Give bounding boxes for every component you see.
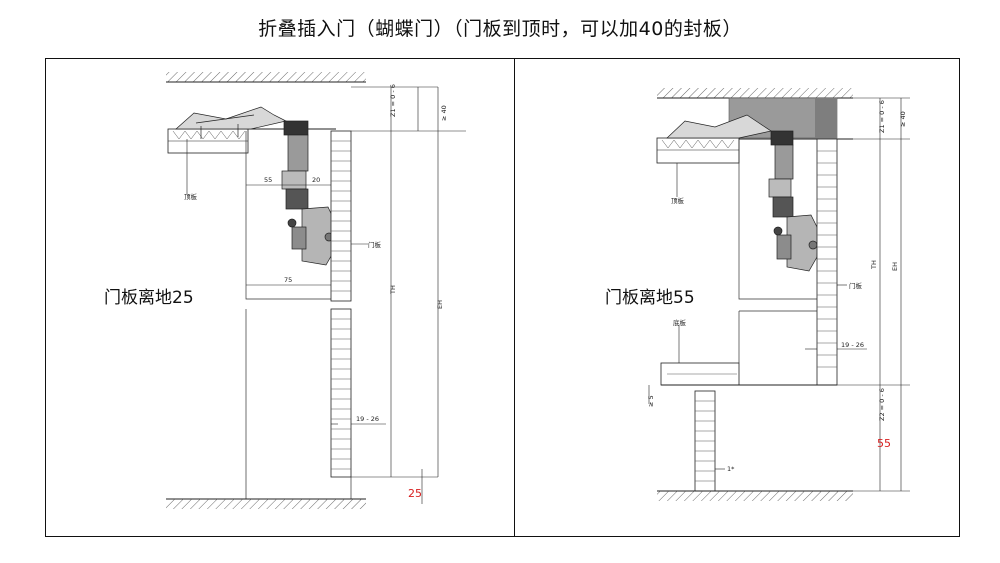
floor [657,490,853,501]
door-panel-lower [330,308,352,478]
dim-1-star: 1* [727,465,735,473]
hinge-mechanism [175,106,337,266]
dim-75: 75 [284,276,292,284]
label-door: 门板 [368,240,382,249]
dim-z2: Z2 = 0 - 6 [878,388,886,421]
cabinet-outline [738,139,817,363]
diagram-door-gap-55: Z1 = 0 - 6 ≥ 40 TH EH 19 - 26 Z2 = 0 - 6… [514,58,960,537]
dim-z1: Z1 = 0 - 6 [389,84,397,117]
dimension-lines [186,86,466,504]
left-technical-drawing: 55 20 75 TH EH Z1 = 0 - 6 ≥ 40 19 - 26 顶… [166,72,466,509]
floor [166,498,366,509]
label-door: 门板 [849,281,863,290]
door-panel-upper [330,130,352,302]
clearance-label: 门板离地55 [605,288,695,308]
dim-z1: Z1 = 0 - 6 [878,100,886,133]
page-title: 折叠插入门（蝴蝶门）（门板到顶时，可以加40的封板） [258,18,742,40]
top-board [656,137,853,164]
dim-19-26: 19 - 26 [841,341,864,349]
dim-eh: EH [891,262,899,271]
dim-eh: EH [436,300,444,309]
label-top-board: 顶板 [184,192,198,201]
dimension-lines [648,97,910,492]
dim-20: 20 [312,176,320,184]
diagram-door-gap-25: 55 20 75 TH EH Z1 = 0 - 6 ≥ 40 19 - 26 顶… [45,58,515,537]
label-top-board: 顶板 [671,196,685,205]
bottom-board [660,362,837,386]
right-technical-drawing: Z1 = 0 - 6 ≥ 40 TH EH 19 - 26 Z2 = 0 - 6… [647,88,910,501]
clearance-label: 门板离地25 [104,288,194,308]
top-board [167,128,336,154]
plinth [694,390,716,492]
ceiling [166,72,366,83]
dim-ge40: ≥ 40 [440,105,448,121]
dim-ge40: ≥ 40 [899,111,907,127]
red-clearance-value: 55 [877,437,891,450]
dim-ge5: ≥ 5 [647,395,655,407]
door-panel [816,138,838,386]
hinge-mechanism [666,114,820,272]
label-bottom-board: 底板 [673,318,687,327]
dim-th: TH [870,260,878,270]
ceiling [657,88,853,99]
red-clearance-value: 25 [408,487,422,500]
dim-55: 55 [264,176,272,184]
dim-th: TH [389,285,397,295]
dim-19-26: 19 - 26 [356,415,379,423]
